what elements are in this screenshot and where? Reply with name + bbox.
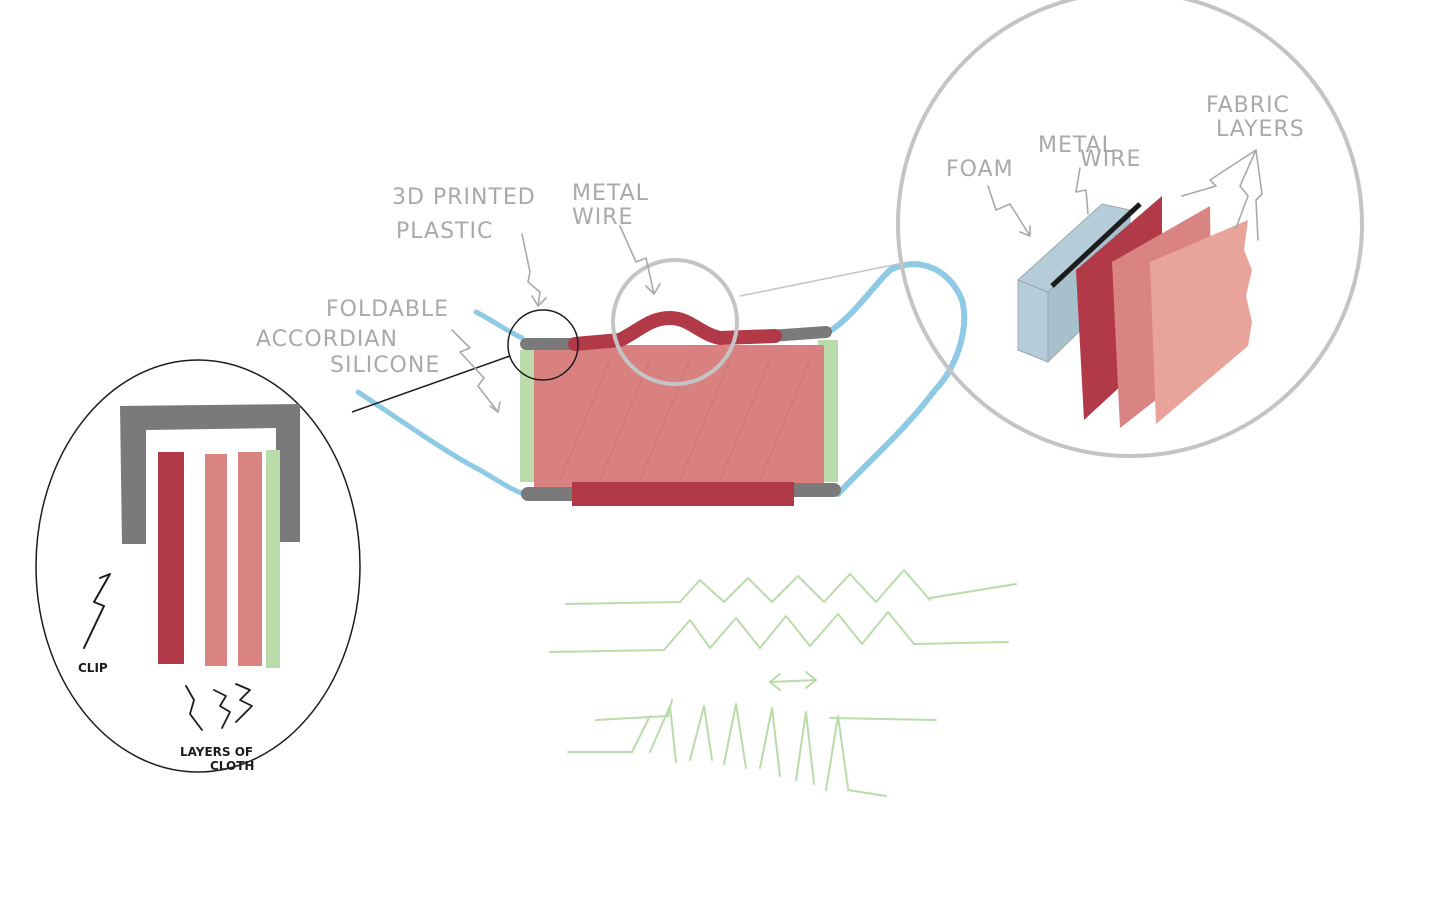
mask-fabric-body [534, 345, 824, 487]
left-strap-bottom [358, 392, 530, 496]
accordion-illustration [550, 570, 1016, 796]
cloth-layer-dark [158, 452, 184, 664]
clip-detail: CLIP LAYERS OF CLOTH [36, 310, 578, 773]
compress-arrow [770, 672, 816, 690]
main-mask [520, 318, 838, 506]
arrow-printed-plastic [522, 234, 546, 306]
label-foam: FOAM [946, 157, 1014, 182]
cloth-arrows [186, 684, 252, 730]
cloth-layer-green [266, 450, 280, 668]
layers-detail [898, 0, 1362, 456]
right-strap [828, 264, 964, 494]
label-foldable-line2: ACCORDIAN [256, 327, 398, 352]
label-metal-wire-line2: WIRE [572, 205, 633, 230]
cloth-layer-mid-2 [238, 452, 262, 666]
arrow-zoom-metal [1076, 168, 1088, 214]
label-fabric-line1: FABRIC [1206, 93, 1290, 118]
accordion-expanded [550, 570, 1016, 652]
cloth-label-line1: LAYERS OF [180, 745, 253, 759]
foam-block-front [1018, 280, 1048, 362]
cloth-label-line2: CLOTH [210, 759, 254, 773]
label-metal-wire-line1: METAL [572, 181, 649, 206]
clip-label: CLIP [78, 661, 108, 675]
bottom-dark-band [572, 482, 794, 506]
accordion-compressed [568, 700, 936, 796]
cloth-layer-mid-1 [205, 454, 227, 666]
clip-arrow [84, 574, 110, 648]
label-zoom-metal-line2: WIRE [1080, 147, 1141, 172]
label-foldable-line3: SILICONE [330, 353, 440, 378]
label-foldable-line1: FOLDABLE [326, 297, 449, 322]
arrow-foldable [452, 330, 500, 412]
label-printed-plastic-line1: 3D PRINTED [392, 185, 536, 210]
label-printed-plastic-line2: PLASTIC [396, 219, 493, 244]
top-metal-wire [575, 318, 775, 344]
label-fabric-line2: LAYERS [1216, 117, 1305, 142]
arrow-foam [988, 186, 1030, 236]
